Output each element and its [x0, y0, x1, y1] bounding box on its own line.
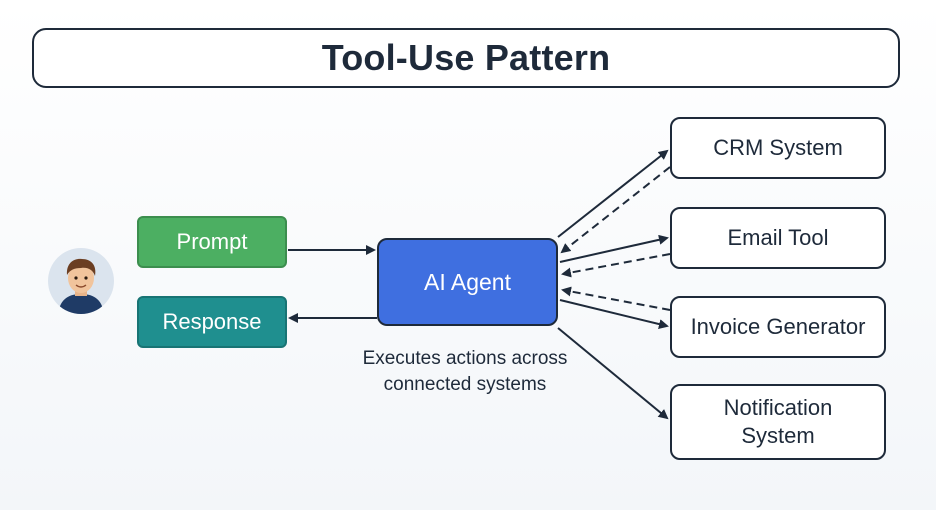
tool-label: Invoice Generator	[690, 314, 866, 339]
agent-to-invoice-arrow	[559, 299, 669, 329]
tool-label-line2: System	[741, 423, 815, 448]
title-banner: Tool-Use Pattern	[32, 28, 900, 88]
response-label: Response	[162, 309, 262, 334]
tool-invoice-generator: Invoice Generator	[670, 296, 886, 358]
tool-email-tool: Email Tool	[670, 207, 886, 269]
tool-crm-system: CRM System	[670, 117, 886, 179]
agent-caption-line1: Executes actions across	[362, 348, 568, 369]
prompt-box: Prompt	[137, 216, 287, 268]
agent-caption: Executes actions across connected system…	[330, 346, 600, 398]
agent-to-notification-arrow	[557, 327, 669, 420]
prompt-label: Prompt	[176, 229, 248, 254]
tool-label: CRM System	[713, 135, 843, 160]
response-box: Response	[137, 296, 287, 348]
user-avatar-icon	[48, 248, 114, 314]
tool-label: Email Tool	[727, 225, 829, 250]
email-to-agent-arrow	[561, 253, 671, 278]
crm-to-agent-arrow	[560, 166, 671, 254]
ai-agent-node: AI Agent	[377, 238, 558, 326]
agent-caption-line2: connected systems	[383, 374, 547, 395]
tool-label-line1: Notification	[723, 395, 833, 420]
ai-agent-label: AI Agent	[424, 268, 511, 295]
agent-to-email-arrow	[559, 234, 669, 263]
tool-notification-system: Notification System	[670, 384, 886, 460]
agent-to-crm-arrow	[557, 149, 669, 238]
diagram-title: Tool-Use Pattern	[321, 37, 611, 78]
invoice-to-agent-arrow	[561, 286, 671, 311]
